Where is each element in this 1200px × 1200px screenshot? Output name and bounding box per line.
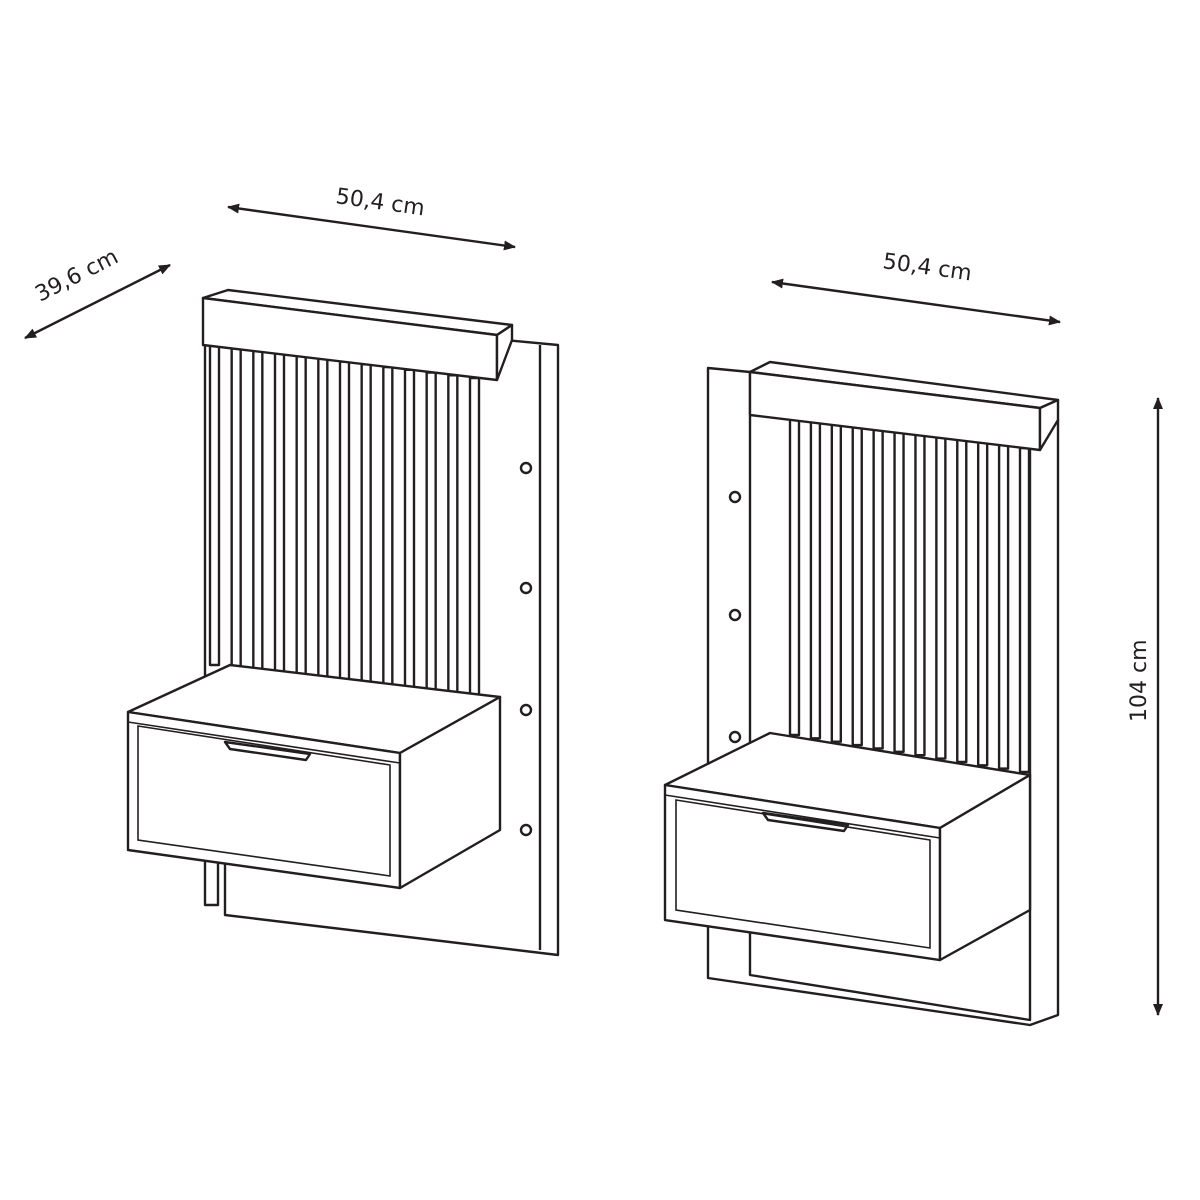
slat: [893, 428, 905, 754]
left-width-arrow: [227, 203, 516, 251]
mount-hole: [519, 703, 533, 717]
mount-hole: [519, 461, 533, 475]
slat: [338, 360, 351, 682]
slat: [935, 434, 947, 760]
left-depth-arrow: [24, 263, 171, 340]
mount-hole: [728, 490, 742, 504]
right-nightstand: [663, 360, 1060, 1027]
right-width-arrow: [771, 278, 1061, 326]
slat: [1018, 446, 1031, 774]
slat: [788, 413, 801, 737]
left-drawer-side: [398, 695, 502, 890]
slat: [295, 354, 307, 677]
right-slats: [788, 413, 1031, 774]
slat: [872, 425, 884, 750]
slat: [425, 371, 437, 692]
slat: [976, 440, 989, 767]
mount-hole: [519, 581, 533, 595]
slat: [830, 419, 843, 743]
drawer-handle: [223, 740, 312, 762]
right-height-label: 104 cm: [1127, 639, 1152, 722]
drawer-handle: [761, 811, 850, 833]
slat: [468, 376, 481, 697]
mount-hole: [728, 730, 742, 744]
slat: [382, 365, 394, 687]
slat: [997, 443, 1010, 770]
slat: [851, 422, 863, 747]
slat: [317, 357, 329, 679]
slat: [914, 431, 926, 757]
slat: [273, 352, 286, 674]
left-width-label: 50,4 cm: [334, 184, 426, 221]
slat: [360, 363, 372, 684]
slat: [447, 374, 459, 694]
mount-hole: [519, 823, 533, 837]
right-width-label: 50,4 cm: [881, 249, 973, 286]
left-nightstand: [126, 288, 560, 957]
slat: [403, 368, 416, 689]
slat: [252, 349, 264, 672]
slat: [208, 343, 221, 667]
left-depth-label: 39,6 cm: [31, 244, 122, 307]
slat: [809, 416, 822, 740]
mount-hole: [728, 608, 742, 622]
right-drawer-side: [938, 773, 1032, 962]
slat: [956, 437, 968, 764]
slat: [230, 346, 242, 669]
